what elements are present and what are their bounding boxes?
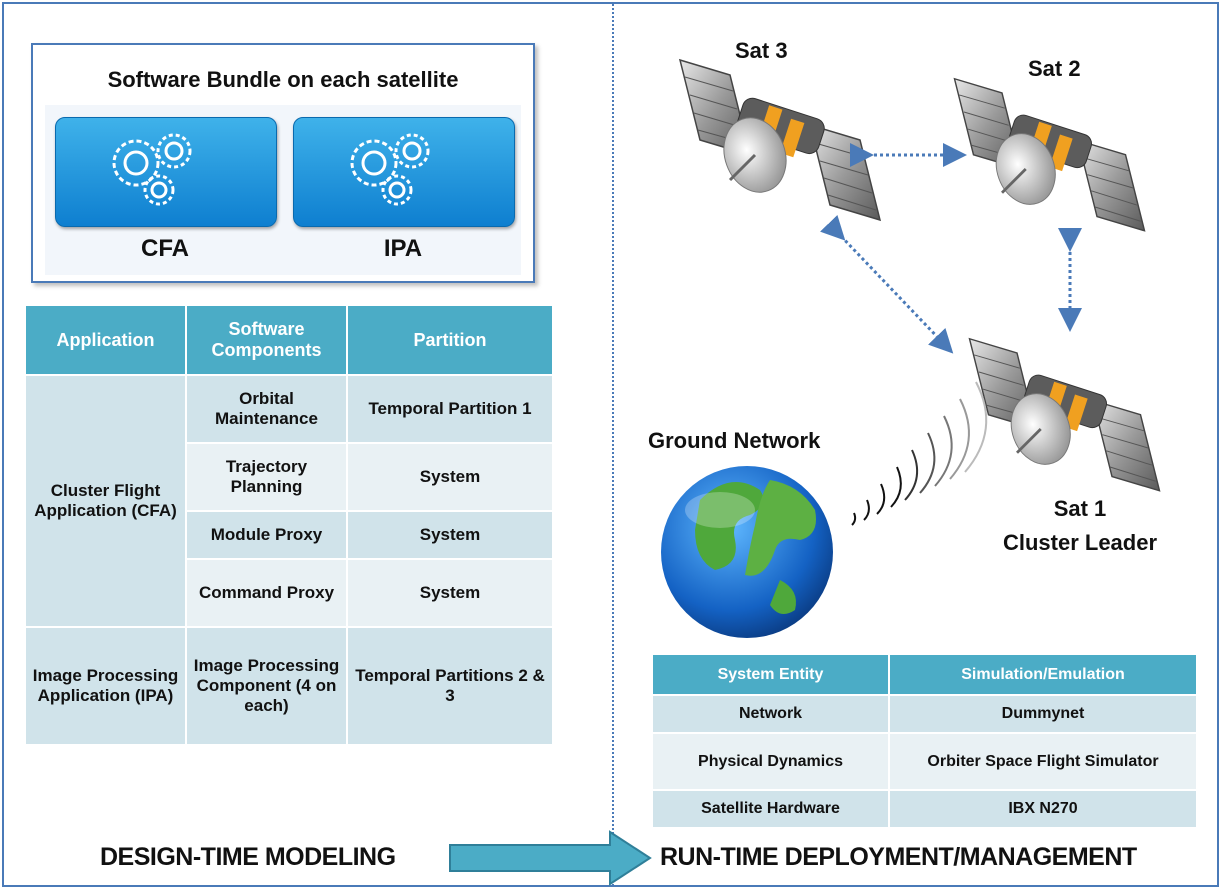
component-cell: Trajectory Planning — [187, 444, 346, 510]
component-cell: Image Processing Component (4 on each) — [187, 628, 346, 744]
simulation-cell: IBX N270 — [890, 791, 1196, 827]
component-cell: Module Proxy — [187, 512, 346, 558]
entity-cell: Physical Dynamics — [653, 734, 888, 789]
gears-icon — [350, 133, 430, 206]
sat2-label: Sat 2 — [1028, 56, 1081, 81]
partition-cell: System — [348, 560, 552, 626]
sat1-label: Sat 1 — [1053, 496, 1107, 521]
software-bundle-panel: Software Bundle on each satellite CFA — [31, 43, 535, 283]
header-partition: Partition — [348, 306, 552, 374]
partition-cell: Temporal Partitions 2 & 3 — [348, 628, 552, 744]
ground-network-label: Ground Network — [648, 428, 821, 453]
component-cell: Command Proxy — [187, 560, 346, 626]
gears-icon — [112, 133, 192, 206]
bundle-title: Software Bundle on each satellite — [107, 67, 459, 92]
cfa-application-cell: Cluster Flight Application (CFA) — [26, 376, 185, 626]
system-entity-table: System Entity Simulation/Emulation Netwo… — [651, 653, 1198, 829]
header-software-components: Software Components — [187, 306, 346, 374]
entity-cell: Network — [653, 696, 888, 732]
cfa-label: CFA — [141, 235, 189, 262]
sat3-label: Sat 3 — [735, 38, 788, 63]
signal-waves-icon — [851, 381, 988, 526]
simulation-cell: Dummynet — [890, 696, 1196, 732]
satellite-1-icon — [968, 337, 1161, 493]
cfa-bundle-tile — [55, 117, 277, 227]
entity-cell: Satellite Hardware — [653, 791, 888, 827]
ipa-bundle-tile — [293, 117, 515, 227]
partition-cell: System — [348, 512, 552, 558]
sat1-role-label: Cluster Leader — [1002, 530, 1158, 555]
header-system-entity: System Entity — [653, 655, 888, 694]
section-divider — [612, 4, 614, 886]
ipa-label: IPA — [383, 235, 423, 262]
run-time-label: RUN-TIME DEPLOYMENT/MANAGEMENT — [660, 843, 1137, 871]
header-simulation-emulation: Simulation/Emulation — [890, 655, 1196, 694]
simulation-cell: Orbiter Space Flight Simulator — [890, 734, 1196, 789]
application-table: Application Software Components Partitio… — [24, 304, 554, 746]
design-time-label: DESIGN-TIME MODELING — [100, 843, 396, 871]
satellite-3-icon — [678, 58, 882, 222]
satellite-2-icon — [953, 77, 1146, 233]
partition-cell: System — [348, 444, 552, 510]
partition-cell: Temporal Partition 1 — [348, 376, 552, 442]
link-sat3-sat1-arrow — [820, 215, 954, 354]
header-application: Application — [26, 306, 185, 374]
ipa-application-cell: Image Processing Application (IPA) — [26, 628, 185, 744]
globe-icon — [661, 466, 833, 638]
component-cell: Orbital Maintenance — [187, 376, 346, 442]
link-arrows — [820, 143, 1082, 354]
